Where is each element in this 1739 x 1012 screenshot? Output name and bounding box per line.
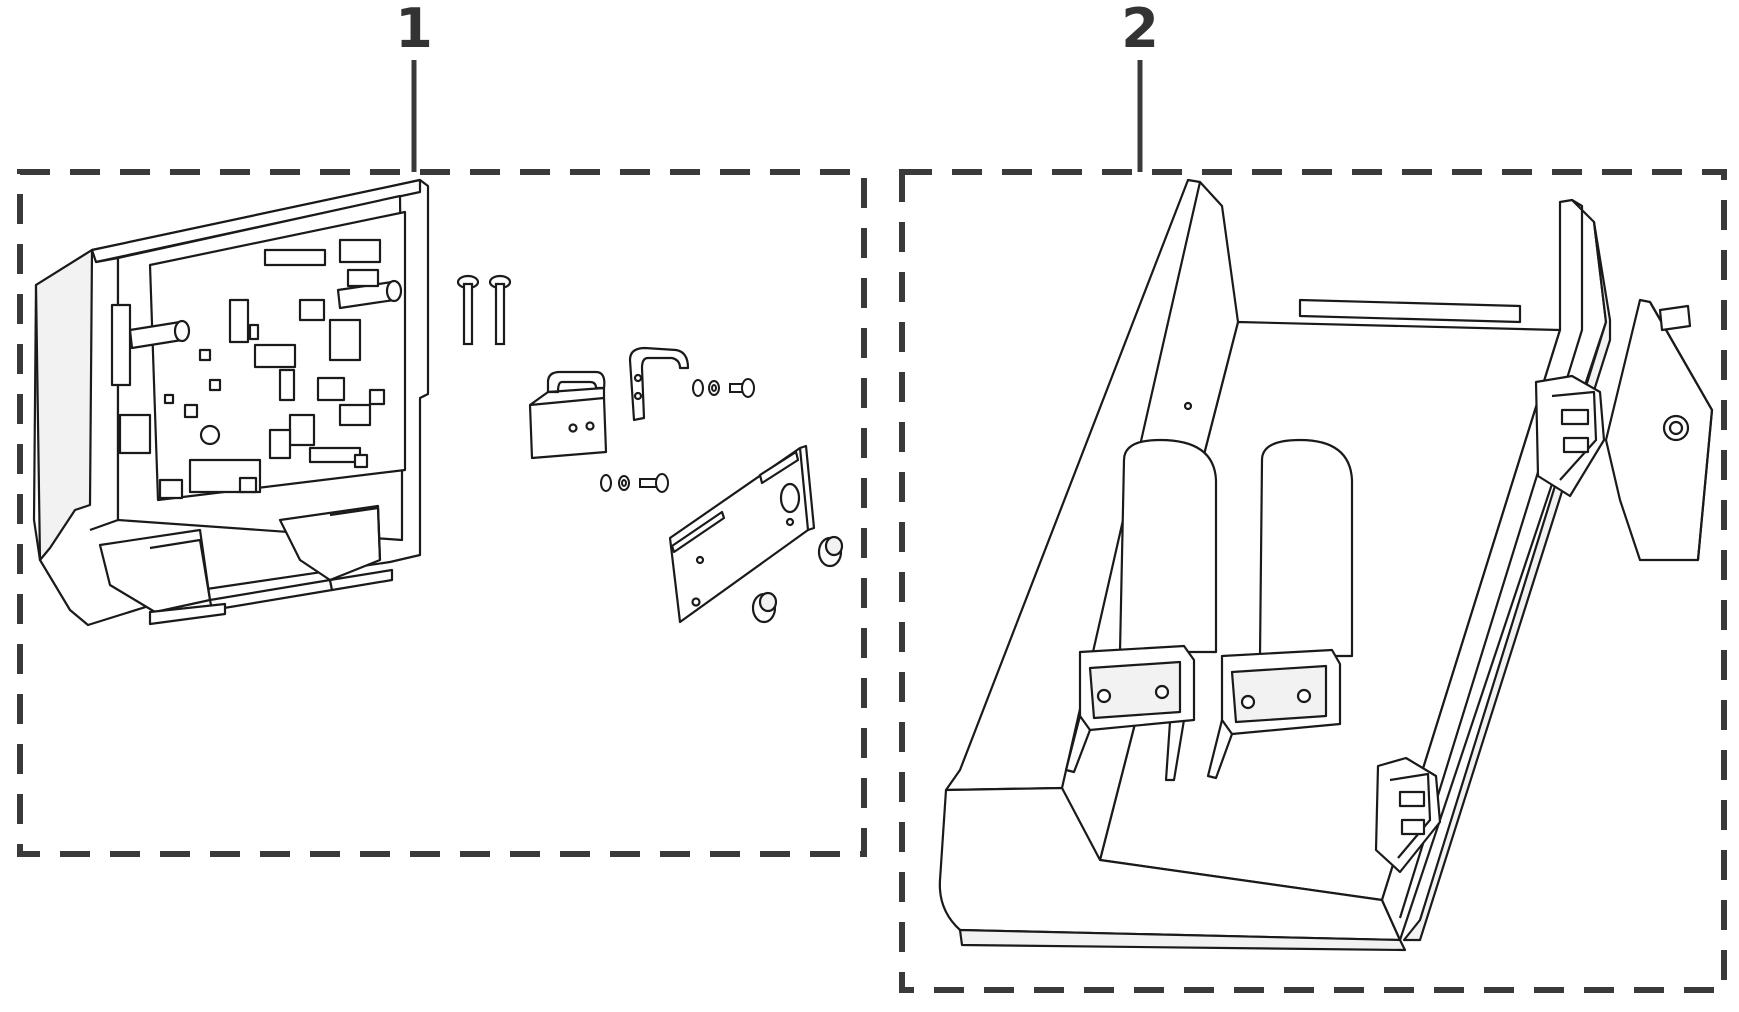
washer-screw-set-bottom (600, 473, 669, 493)
group-box-1 (17, 169, 867, 857)
l-bracket (628, 346, 690, 422)
control-box-assembly (32, 178, 430, 627)
mounting-tray-assembly (938, 178, 1714, 952)
hook-bracket-with-plate (528, 370, 608, 460)
cover-plate (668, 444, 816, 624)
callout-number-1: 1 (395, 0, 433, 60)
mounting-screws (456, 274, 512, 346)
callout-number-2: 2 (1121, 0, 1159, 60)
group-box-2 (899, 169, 1727, 993)
washer-screw-set-top (692, 378, 755, 398)
thumb-nuts (751, 535, 844, 624)
